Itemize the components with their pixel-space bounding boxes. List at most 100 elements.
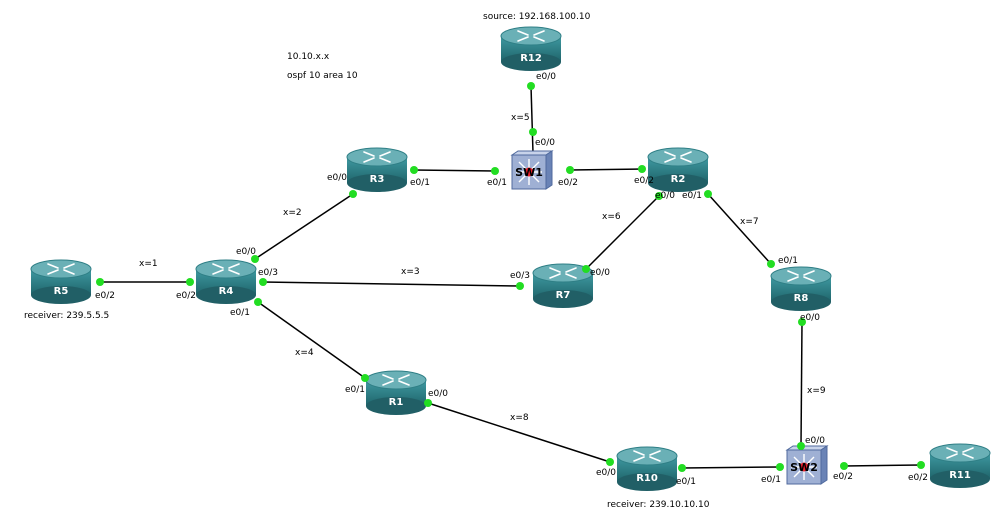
port-label-r4-e03: e0/3	[258, 268, 278, 278]
port-dot	[776, 463, 784, 471]
port-dot	[527, 82, 535, 90]
port-label-r7-e00: e0/0	[590, 268, 610, 278]
link-cost-r5-r4: x=1	[139, 259, 158, 269]
router-r5-label: R5	[54, 286, 69, 297]
router-r8-label: R8	[794, 293, 809, 304]
link-cost-r4-r7: x=3	[401, 267, 420, 277]
link-r4-r7	[262, 281, 521, 287]
port-label-r3-e00: e0/0	[327, 173, 347, 183]
port-dot	[638, 165, 646, 173]
port-label-sw1-e02: e0/2	[558, 178, 578, 188]
network-note: 10.10.x.x	[287, 52, 330, 62]
port-label-r5-e02: e0/2	[95, 291, 115, 301]
port-dot	[566, 166, 574, 174]
port-label-r4-e00: e0/0	[236, 247, 256, 257]
router-r11-label: R11	[949, 470, 971, 481]
switch-sw1[interactable]: SW1	[511, 150, 553, 190]
router-r10-label: R10	[636, 473, 658, 484]
router-r2-label: R2	[671, 174, 686, 185]
port-label-r10-e00: e0/0	[596, 468, 616, 478]
link-cost-r2-r7: x=6	[602, 212, 621, 222]
port-label-sw2-e00: e0/0	[805, 436, 825, 446]
port-dot	[424, 399, 432, 407]
port-label-r2-e01: e0/1	[682, 191, 702, 201]
port-label-r2-e02: e0/2	[634, 176, 654, 186]
port-label-r4-e02: e0/2	[176, 291, 196, 301]
link-cost-r8-sw2: x=9	[807, 386, 826, 396]
router-r3[interactable]: R3	[346, 147, 408, 193]
port-dot	[96, 278, 104, 286]
port-dot	[606, 458, 614, 466]
receiver-r5-note: receiver: 239.5.5.5	[24, 311, 109, 321]
link-r1-r10	[427, 402, 611, 463]
port-label-r12-e00: e0/0	[536, 72, 556, 82]
router-r5[interactable]: R5	[30, 259, 92, 305]
link-cost-r3-r4: x=2	[283, 208, 302, 218]
link-r3-r4	[254, 193, 354, 260]
switch-sw1-label: SW1	[515, 166, 543, 179]
router-r12[interactable]: R12	[500, 26, 562, 72]
port-dot	[254, 298, 262, 306]
switch-sw2-label: SW2	[790, 461, 818, 474]
router-r4[interactable]: R4	[195, 259, 257, 305]
port-dot	[917, 461, 925, 469]
port-label-r1-e01: e0/1	[345, 385, 365, 395]
link-r2-r8	[707, 193, 772, 265]
link-r12-sw1	[530, 85, 534, 154]
port-dot	[186, 278, 194, 286]
link-cost-r2-r8: x=7	[740, 217, 759, 227]
port-label-r2-e00: e0/0	[655, 191, 675, 201]
router-r1-label: R1	[389, 397, 404, 408]
port-dot	[361, 374, 369, 382]
router-r11[interactable]: R11	[929, 443, 991, 489]
link-r4-r1	[257, 301, 366, 379]
port-label-sw2-e02: e0/2	[833, 472, 853, 482]
router-r7-label: R7	[556, 290, 571, 301]
port-dot	[678, 464, 686, 472]
router-r7[interactable]: R7	[532, 263, 594, 309]
link-cost-r12-sw1: x=5	[511, 113, 530, 123]
port-label-sw1-e01: e0/1	[487, 178, 507, 188]
link-r2-r7	[585, 195, 660, 270]
link-sw1-r2	[569, 168, 643, 171]
port-dot	[798, 318, 806, 326]
router-r1[interactable]: R1	[365, 370, 427, 416]
receiver-r10-note: receiver: 239.10.10.10	[607, 500, 710, 510]
port-dot	[655, 192, 663, 200]
port-label-r10-e01: e0/1	[676, 477, 696, 487]
port-label-sw1-e00: e0/0	[535, 138, 555, 148]
port-dot	[349, 190, 357, 198]
router-r3-label: R3	[370, 174, 385, 185]
port-dot	[259, 278, 267, 286]
router-r8[interactable]: R8	[770, 266, 832, 312]
port-label-r8-e01: e0/1	[778, 256, 798, 266]
port-label-r4-e01: e0/1	[230, 308, 250, 318]
port-label-r8-e00: e0/0	[800, 313, 820, 323]
port-dot	[251, 255, 259, 263]
link-r10-sw2	[681, 466, 781, 469]
router-r2[interactable]: R2	[647, 147, 709, 193]
link-r8-sw2	[800, 321, 803, 447]
port-label-sw2-e01: e0/1	[761, 475, 781, 485]
link-sw2-r11	[843, 464, 922, 467]
router-r10[interactable]: R10	[616, 446, 678, 492]
port-dot	[840, 462, 848, 470]
link-cost-r4-r1: x=4	[295, 348, 314, 358]
port-dot	[516, 282, 524, 290]
port-dot	[582, 265, 590, 273]
router-r4-label: R4	[219, 286, 234, 297]
switch-sw2[interactable]: SW2	[786, 445, 828, 485]
port-dot	[797, 442, 805, 450]
link-cost-r1-r10: x=8	[510, 413, 529, 423]
port-label-r11-e02: e0/2	[908, 473, 928, 483]
ospf-note: ospf 10 area 10	[287, 71, 358, 81]
port-label-r1-e00: e0/0	[428, 389, 448, 399]
port-label-r7-e03: e0/3	[510, 271, 530, 281]
router-r12-label: R12	[520, 53, 542, 64]
port-dot	[410, 166, 418, 174]
port-dot	[767, 260, 775, 268]
port-dot	[529, 128, 537, 136]
port-label-r3-e01: e0/1	[410, 178, 430, 188]
link-r3-sw1	[413, 169, 496, 172]
